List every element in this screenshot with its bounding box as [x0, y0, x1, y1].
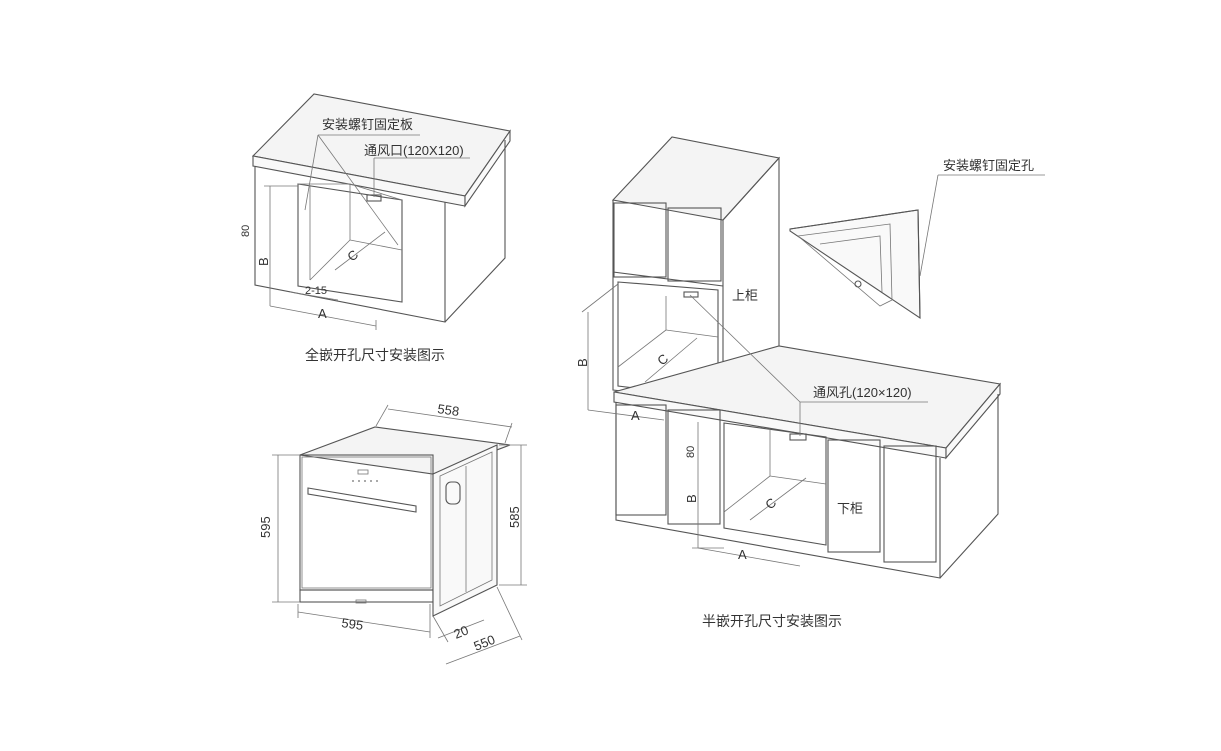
dim-550-line: [445, 635, 521, 665]
full-dim-gap-line: [289, 291, 339, 301]
dim-595-bottom: 595: [341, 615, 365, 633]
half-label-vent: 通风孔(120×120): [813, 385, 912, 400]
dim-595-bottom-line: [297, 611, 431, 633]
upper-vent-rect: [683, 291, 699, 298]
appliance-display: [357, 469, 369, 475]
full-cabinet-front: [254, 166, 446, 323]
dim-558-ext-left: [375, 404, 389, 427]
upper-dim-b-ext: [581, 283, 619, 313]
upper-dim-a-line: [587, 409, 665, 421]
lower-opening-floor-a: [723, 475, 771, 513]
lower-dim-a: A: [738, 547, 747, 562]
detail-screw-hole: [854, 280, 862, 288]
appliance-side-panel: [432, 444, 498, 617]
lower-door-4: [883, 445, 937, 563]
full-label-screw-plate: 安装螺钉固定板: [322, 117, 413, 132]
half-label-lower: 下柜: [837, 501, 863, 516]
detail-leader-1: [919, 174, 939, 277]
full-dim-c: C: [344, 247, 361, 265]
appliance-side-latch: [445, 481, 461, 505]
appliance-handle: [307, 487, 417, 513]
detail-inset-grille: [819, 235, 883, 293]
appliance-front-door: [299, 454, 434, 591]
lower-door-3: [827, 439, 881, 553]
counter-side: [945, 382, 1001, 460]
half-leader-vent-1: [689, 294, 801, 403]
full-embed-cabinet: 安装螺钉固定板 通风口(120X120) 80 B C 2-15 A 全嵌开孔尺…: [240, 93, 511, 363]
lower-door-1: [615, 404, 667, 516]
full-leader-screw-1: [304, 134, 319, 211]
upper-dim-a: A: [631, 408, 640, 423]
dim-595-left: 595: [258, 516, 273, 538]
appliance-door-inner: [301, 456, 432, 589]
lower-opening: [723, 422, 827, 546]
full-dim-b: B: [256, 257, 271, 266]
dim-20-ext: [432, 615, 449, 643]
full-countertop-side: [464, 129, 511, 208]
half-embed-cabinet: 安装螺钉固定孔 上柜 通风孔(120×120) 下柜 B C A 80 B C …: [575, 136, 1045, 629]
lower-opening-floor-b: [769, 475, 827, 485]
lower-dim-a-line: [697, 547, 801, 567]
lower-dim-80: 80: [685, 446, 697, 458]
full-dim-a-line: [269, 305, 377, 327]
upper-column-side: [722, 156, 780, 350]
upper-shelf-line: [612, 271, 724, 287]
upper-opening-floor-b: [665, 329, 719, 338]
upper-dim-c: C: [654, 351, 671, 369]
full-dim-a: A: [318, 306, 327, 321]
full-dim-gap: 2-15: [305, 285, 327, 297]
lower-dim-c-line: [749, 477, 807, 521]
appliance-logo: [355, 599, 367, 604]
detail-inset-edge: [789, 209, 921, 319]
appliance-side-inner: [439, 451, 493, 607]
half-label-screw-hole: 安装螺钉固定孔: [943, 158, 1034, 173]
upper-opening-floor-a: [617, 329, 667, 368]
dim-20-line: [437, 619, 485, 639]
full-embed-caption: 全嵌开孔尺寸安装图示: [305, 347, 445, 363]
appliance-plinth: [299, 589, 434, 603]
upper-dim-c-line: [644, 337, 698, 383]
dim-558-ext-right: [504, 422, 513, 444]
appliance-drawing: 558 595 585 595 20 550: [258, 401, 527, 665]
lower-dim-c: C: [762, 495, 779, 513]
lower-vent-rect: [789, 433, 807, 441]
half-label-upper: 上柜: [732, 288, 758, 303]
dim-558: 558: [437, 401, 461, 419]
half-embed-caption: 半嵌开孔尺寸安装图示: [702, 613, 842, 629]
dim-20: 20: [452, 622, 471, 641]
full-dim-c-line: [334, 231, 386, 271]
full-opening-back-floor: [349, 239, 403, 251]
full-cabinet-side: [444, 140, 506, 323]
lower-door-2: [667, 409, 721, 525]
full-label-vent: 通风口(120X120): [364, 143, 464, 158]
full-opening-floor-edge: [309, 239, 351, 281]
upper-door-right: [667, 207, 722, 282]
dim-550-ext: [496, 586, 523, 641]
upper-door-left: [613, 202, 667, 278]
upper-dim-b: B: [575, 358, 590, 367]
dim-558-line: [387, 408, 513, 428]
detail-inset-inner: [797, 223, 893, 307]
full-dim-80: 80: [240, 225, 252, 237]
lower-dim-b: B: [684, 494, 699, 503]
dim-585: 585: [507, 506, 522, 528]
full-leader-screw-2: [317, 134, 399, 246]
dim-550: 550: [472, 632, 498, 654]
lower-cabinet-side: [939, 394, 999, 579]
